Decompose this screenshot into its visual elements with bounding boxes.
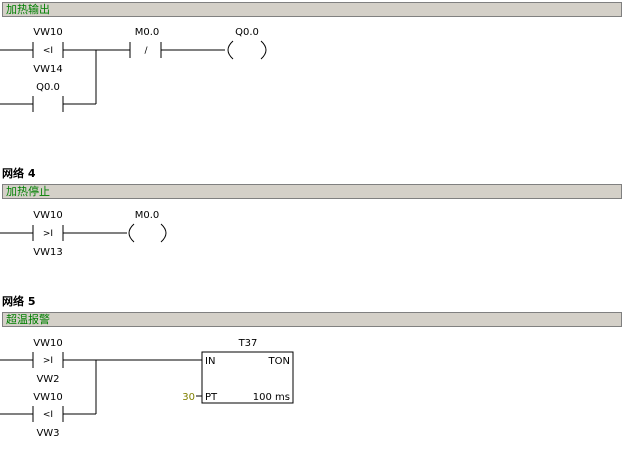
no-contact[interactable]: Q0.0 xyxy=(32,82,64,112)
timer-type: TON xyxy=(268,356,290,367)
contact-operand-bottom: VW2 xyxy=(36,374,59,385)
compare-contact[interactable]: VW10 >I VW2 xyxy=(32,338,64,385)
network-5-title: 网络 5 xyxy=(2,295,36,308)
contact-compare-symbol: >I xyxy=(43,356,53,366)
timer-in-label: IN xyxy=(205,356,215,367)
compare-contact[interactable]: VW10 >I VW13 xyxy=(32,210,64,258)
contact-operand-top: M0.0 xyxy=(135,27,160,38)
contact-operand-top: VW10 xyxy=(33,27,62,38)
contact-operand-bottom: VW3 xyxy=(36,428,59,439)
timer-pt-label: PT xyxy=(205,392,218,403)
compare-contact[interactable]: VW10 <I VW3 xyxy=(32,392,64,439)
network-3-comment[interactable]: 加热输出 xyxy=(2,2,622,17)
coil-operand: M0.0 xyxy=(135,210,160,221)
output-coil[interactable]: Q0.0 xyxy=(227,27,267,60)
timer-box[interactable]: T37 IN TON PT 100 ms xyxy=(201,338,294,404)
contact-operand-top: VW10 xyxy=(33,392,62,403)
contact-compare-symbol: <I xyxy=(43,410,53,420)
contact-operand-top: VW10 xyxy=(33,210,62,221)
contact-symbol: / xyxy=(144,46,148,56)
compare-contact[interactable]: VW10 <I VW14 xyxy=(32,27,64,75)
timer-pt-value[interactable]: 30 xyxy=(182,392,195,403)
network-4-title: 网络 4 xyxy=(2,167,36,180)
contact-operand-bottom: VW13 xyxy=(33,247,62,258)
contact-compare-symbol: <I xyxy=(43,46,53,56)
contact-operand-bottom: VW14 xyxy=(33,64,62,75)
output-coil[interactable]: M0.0 xyxy=(128,210,167,243)
coil-operand: Q0.0 xyxy=(235,27,259,38)
contact-compare-symbol: >I xyxy=(43,229,53,239)
contact-operand-top: VW10 xyxy=(33,338,62,349)
timer-name: T37 xyxy=(238,338,258,349)
timer-resolution: 100 ms xyxy=(253,392,290,403)
network-4-comment[interactable]: 加热停止 xyxy=(2,184,622,199)
network-5-comment[interactable]: 超温报警 xyxy=(2,312,622,327)
nc-contact[interactable]: M0.0 / xyxy=(129,27,162,58)
contact-operand-top: Q0.0 xyxy=(36,82,60,93)
